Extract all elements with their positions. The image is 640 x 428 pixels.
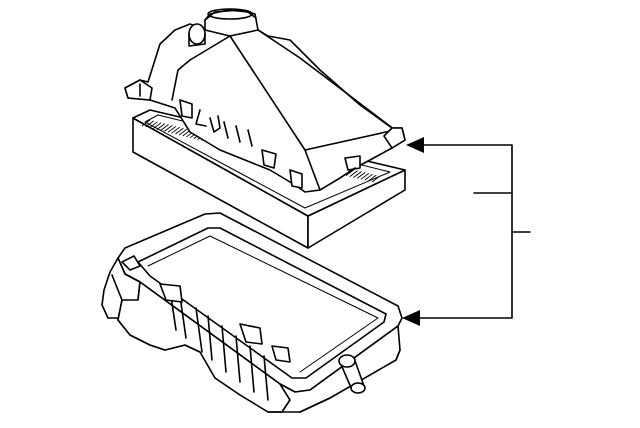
- callout-line-upper: [419, 144, 513, 319]
- pleat-line: [149, 121, 158, 129]
- pleat-line: [349, 170, 358, 177]
- pleat-line: [368, 174, 377, 182]
- pleat-line: [156, 123, 166, 130]
- callout-arrow-upper: [406, 137, 424, 153]
- pleat-line: [345, 169, 355, 177]
- pleat-line: [371, 175, 381, 183]
- pleat-line: [152, 122, 162, 130]
- callout-arrow-lower: [402, 310, 420, 326]
- pleat-line: [356, 172, 366, 179]
- callout-bracket: [402, 137, 531, 326]
- pleat-line: [353, 171, 362, 178]
- air-cleaner-lower-housing[interactable]: [101, 212, 403, 413]
- pleat-line: [145, 120, 154, 128]
- pleat-line: [164, 125, 173, 132]
- pleat-line: [167, 125, 177, 133]
- pleat-line: [364, 173, 373, 181]
- pleat-line: [160, 124, 169, 131]
- pleat-line: [171, 126, 180, 134]
- pleat-line: [175, 127, 184, 135]
- air-cleaner-upper-cover[interactable]: [124, 8, 406, 193]
- pleat-line: [141, 119, 151, 127]
- pleat-line: [360, 172, 370, 180]
- pleat-line: [178, 128, 188, 136]
